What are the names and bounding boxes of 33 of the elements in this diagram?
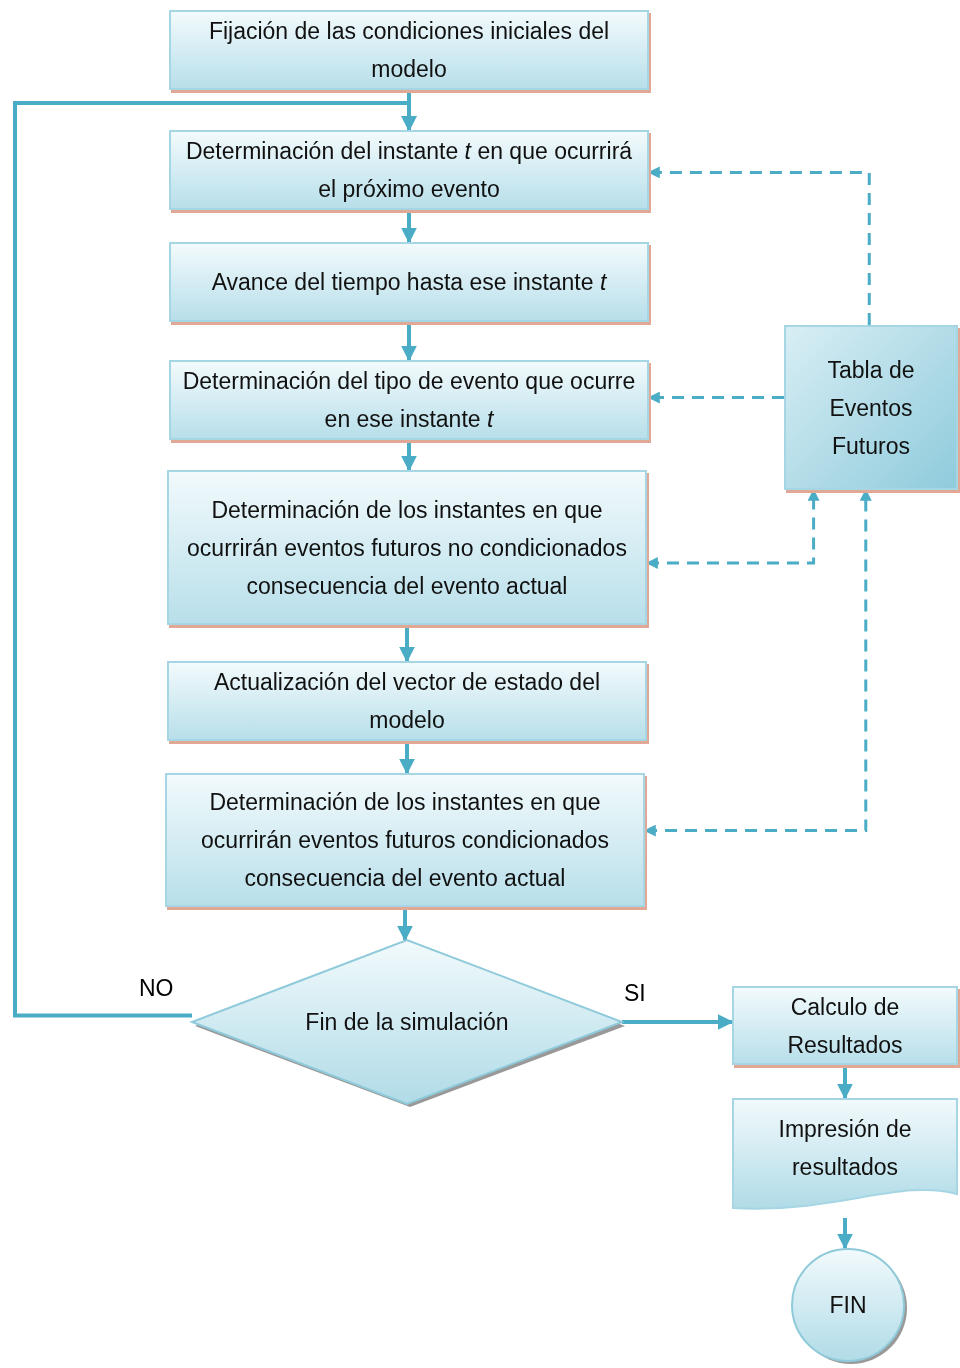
process-box [167, 661, 647, 741]
node-label: Determinación de los instantes en que ocurrirán eventos futuros no condicionados consecuencia del evento actual [186, 495, 628, 601]
process-box [167, 470, 647, 625]
node-label: FIN [828, 1291, 868, 1320]
arrow [837, 1065, 853, 1100]
node-label: Determinación de los instantes en que ocurrirán eventos futuros condicionados consecuencia del evento actual [200, 788, 610, 893]
arrow [401, 210, 417, 244]
process-box [169, 10, 649, 90]
arrow [622, 1014, 734, 1030]
arrow [399, 741, 415, 775]
arrow [401, 440, 417, 472]
node-label: Fijación de las condiciones iniciales del modelo [207, 17, 611, 84]
node-label: Fin de la simulación [304, 1008, 510, 1037]
process-box [169, 242, 649, 322]
arrow [13, 101, 417, 1018]
node-label: Determinación del instante t en que ocurrirá el próximo evento [184, 137, 634, 204]
arrow [837, 1218, 853, 1250]
node-label: Actualización del vector de estado del modelo [212, 668, 602, 735]
node-label: Calculo de Resultados [786, 992, 904, 1060]
arrow [397, 907, 413, 942]
node-label: Avance del tiempo hasta ese instante t [210, 268, 608, 297]
node-label: Determinación del tipo de evento que ocurre en ese instante t [181, 367, 637, 434]
data-store-box [784, 325, 958, 490]
process-box [165, 773, 645, 907]
decision-diamond [192, 940, 622, 1104]
process-box [732, 986, 958, 1065]
terminator-circle [791, 1248, 905, 1362]
arrow [401, 322, 417, 362]
process-box [169, 360, 649, 440]
process-box [169, 130, 649, 210]
node-label: Tabla de Eventos Futuros [826, 355, 916, 461]
node-label: Impresión de resultados [777, 1115, 913, 1182]
arrow [399, 625, 415, 663]
